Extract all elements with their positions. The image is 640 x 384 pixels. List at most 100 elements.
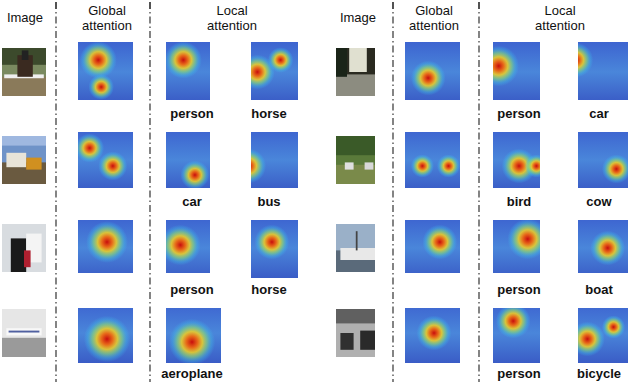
photo [2, 136, 46, 184]
separator-line [55, 2, 56, 382]
column-header: Local attention [193, 3, 271, 33]
heatmap-ground [78, 303, 136, 363]
heatmap-ground [78, 42, 136, 102]
attention-spot [165, 41, 202, 78]
photo-shape [336, 309, 380, 323]
heatmap-ground [78, 218, 136, 278]
heatmap [490, 130, 548, 190]
photo [2, 224, 46, 272]
photo-shape [24, 250, 31, 267]
photo-ground [336, 136, 380, 184]
class-label: horse [233, 282, 305, 297]
photo-shape [336, 136, 380, 155]
class-label: horse [233, 106, 305, 121]
photo-ground [336, 48, 380, 96]
photo-ground [336, 309, 380, 357]
heatmap [490, 218, 548, 278]
attention-spot [268, 47, 294, 73]
class-label: cow [563, 194, 635, 209]
class-label: bus [233, 194, 305, 209]
attention-spot [602, 315, 625, 338]
photo [336, 309, 380, 357]
heatmap-ground [490, 218, 548, 278]
class-label: person [483, 282, 555, 297]
panel-trim [133, 273, 251, 384]
separator-line [149, 2, 150, 382]
attention-spot [590, 231, 625, 266]
photo [336, 48, 380, 96]
class-label: aeroplane [152, 366, 232, 381]
heatmap [570, 130, 631, 190]
attention-spot [255, 225, 290, 260]
photo-ground [336, 224, 380, 272]
class-label: car [563, 106, 635, 121]
attention-spot [86, 221, 128, 263]
heatmap [405, 303, 463, 363]
photo-shape [6, 153, 26, 167]
heatmap-ground [405, 218, 463, 278]
attention-spot [411, 61, 446, 96]
attention-spot [84, 316, 130, 362]
heatmap [78, 218, 136, 278]
photo-shape [11, 238, 26, 272]
heatmap-ground [490, 130, 548, 190]
heatmap-ground [570, 303, 628, 363]
attention-spot [88, 74, 114, 100]
heatmap-ground [570, 218, 628, 278]
column-header: Image [333, 10, 383, 25]
class-label: bird [483, 194, 555, 209]
class-label: person [483, 366, 555, 381]
attention-spot [417, 316, 452, 351]
column-header: Global attention [68, 3, 146, 33]
heatmap-ground [490, 303, 548, 363]
photo [336, 136, 380, 184]
photo [336, 224, 380, 272]
panel-trim [540, 273, 640, 384]
separator-line [478, 2, 479, 382]
photo-shape [2, 77, 46, 96]
attention-spot [411, 154, 434, 177]
photo-shape [9, 331, 40, 333]
heatmap [163, 303, 221, 365]
photo-shape [365, 162, 374, 169]
photo-shape [336, 48, 347, 77]
attention-spot [180, 161, 209, 190]
heatmap [570, 218, 628, 278]
column-header: Global attention [395, 3, 473, 33]
photo-shape [6, 328, 41, 335]
heatmap [75, 130, 136, 190]
photo-shape [356, 231, 358, 250]
photo [2, 309, 46, 357]
heatmap [405, 42, 463, 102]
photo-shape [336, 74, 380, 96]
heatmap [570, 303, 628, 363]
photo-shape [26, 158, 41, 170]
column-header: Image [0, 10, 50, 25]
attention-spot [98, 152, 127, 181]
class-label: person [156, 282, 228, 297]
attention-spot [437, 154, 460, 177]
photo-shape [340, 333, 353, 350]
heatmap [405, 218, 463, 278]
attention-spot [80, 41, 117, 78]
attention-spot [75, 134, 104, 163]
photo-shape [349, 48, 367, 72]
photo-shape [2, 136, 46, 146]
heatmap [78, 41, 136, 102]
heatmap-ground [405, 130, 463, 190]
photo-ground [2, 224, 46, 272]
class-label: person [156, 106, 228, 121]
attention-spot [160, 225, 201, 266]
photo-shape [2, 338, 46, 357]
photo-ground [2, 309, 46, 357]
heatmap [405, 130, 463, 190]
class-label: bicycle [563, 366, 635, 381]
heatmap-ground [405, 42, 463, 102]
photo-shape [22, 50, 29, 60]
heatmap-ground [405, 303, 463, 363]
attention-spot [496, 304, 531, 339]
class-label: boat [563, 282, 635, 297]
separator-line [392, 2, 393, 382]
class-label: car [156, 194, 228, 209]
